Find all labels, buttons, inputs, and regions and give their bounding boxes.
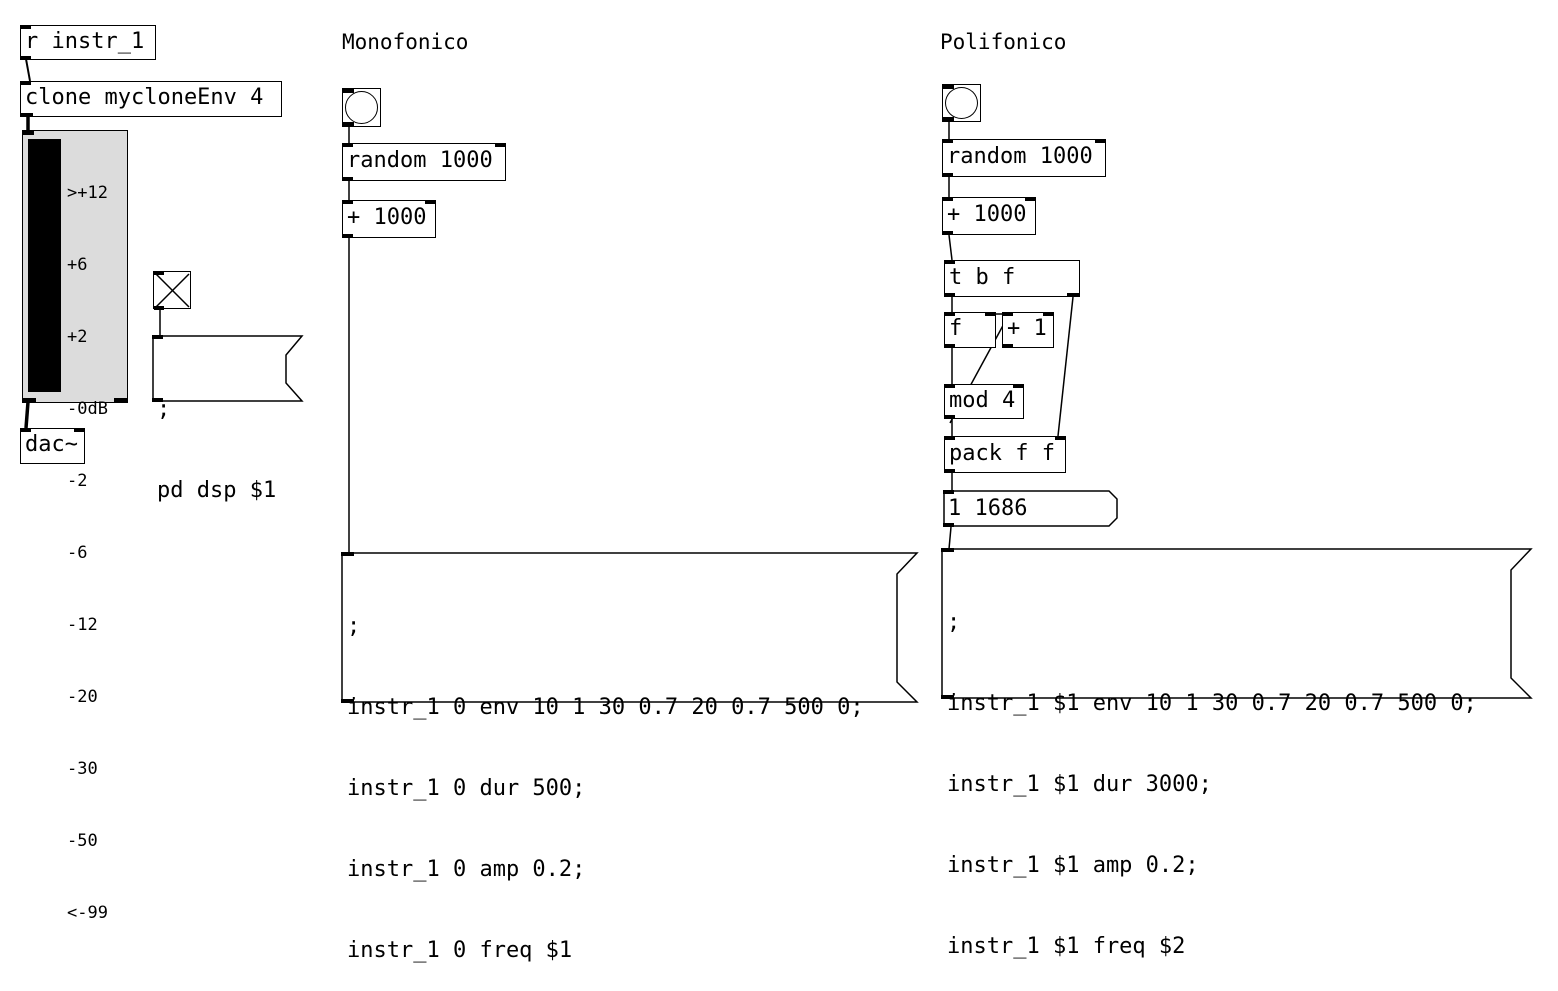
- bang-circle-icon: [945, 87, 978, 119]
- mono-add-object[interactable]: + 1000: [342, 200, 436, 238]
- message-line: instr_1 0 dur 500;: [347, 776, 586, 801]
- vu-scale-label: -50: [67, 831, 98, 851]
- poly-pack-object[interactable]: pack f f: [944, 436, 1066, 473]
- message-line: ;: [347, 614, 361, 639]
- message-line: ;: [947, 610, 961, 635]
- poly-list-box[interactable]: [943, 490, 1119, 528]
- message-line: instr_1 $1 amp 0.2;: [947, 853, 1199, 878]
- clone-object[interactable]: clone mycloneEnv 4: [20, 81, 282, 117]
- message-line: instr_1 0 amp 0.2;: [347, 857, 586, 882]
- poly-plus-one-object[interactable]: + 1: [1002, 312, 1054, 348]
- vu-scale-label: -0dB: [67, 399, 108, 419]
- bang-circle-icon: [345, 91, 378, 124]
- receive-instr-1-object[interactable]: r instr_1: [20, 25, 156, 60]
- message-line: instr_1 0 env 10 1 30 0.7 20 0.7 500 0;: [347, 695, 864, 720]
- dsp-message-text: ; pd dsp $1: [157, 342, 276, 531]
- mono-title: Monofonico: [342, 30, 469, 54]
- message-line: pd dsp $1: [157, 478, 277, 503]
- vu-scale-label: -20: [67, 687, 98, 707]
- mono-bang[interactable]: [342, 88, 381, 127]
- vu-scale-label: -6: [67, 543, 88, 563]
- poly-mod-object[interactable]: mod 4: [944, 384, 1024, 419]
- message-line: ;: [157, 397, 171, 422]
- vu-meter[interactable]: >+12 +6 +2 -0dB -2 -6 -12 -20 -30 -50 <-…: [22, 130, 128, 923]
- poly-bang[interactable]: [942, 84, 981, 122]
- poly-random-object[interactable]: random 1000: [942, 139, 1106, 177]
- message-line: instr_1 $1 env 10 1 30 0.7 20 0.7 500 0;: [947, 691, 1477, 716]
- message-line: instr_1 0 freq $1: [347, 938, 573, 963]
- poly-list-box-text: 1 1686: [948, 496, 1028, 521]
- vu-meter-scale: >+12 +6 +2 -0dB -2 -6 -12 -20 -30 -50 <-…: [67, 133, 108, 973]
- vu-scale-label: >+12: [67, 183, 108, 203]
- mono-message-text: ; instr_1 0 env 10 1 30 0.7 20 0.7 500 0…: [347, 559, 864, 991]
- poly-title: Polifonico: [940, 30, 1067, 54]
- poly-add-object[interactable]: + 1000: [942, 197, 1036, 235]
- vu-scale-label: -30: [67, 759, 98, 779]
- dsp-toggle[interactable]: [153, 271, 191, 310]
- poly-message-text: ; instr_1 $1 env 10 1 30 0.7 20 0.7 500 …: [947, 555, 1477, 987]
- mono-random-object[interactable]: random 1000: [342, 143, 506, 181]
- message-line: instr_1 $1 dur 3000;: [947, 772, 1212, 797]
- poly-trigger-object[interactable]: t b f: [944, 260, 1080, 297]
- vu-scale-label: +6: [67, 255, 88, 275]
- vu-meter-level-bar: [28, 139, 61, 392]
- vu-scale-label: +2: [67, 327, 88, 347]
- poly-float-object[interactable]: f: [944, 312, 996, 348]
- message-line: instr_1 $1 freq $2: [947, 934, 1186, 959]
- dsp-message-box[interactable]: [152, 335, 304, 403]
- dac-object[interactable]: dac~: [20, 428, 85, 464]
- mono-message-box[interactable]: [341, 552, 919, 704]
- vu-scale-label: -12: [67, 615, 98, 635]
- vu-scale-label: -2: [67, 471, 88, 491]
- vu-scale-label: <-99: [67, 903, 108, 923]
- toggle-x-icon: [154, 272, 190, 310]
- poly-message-box[interactable]: [941, 548, 1533, 700]
